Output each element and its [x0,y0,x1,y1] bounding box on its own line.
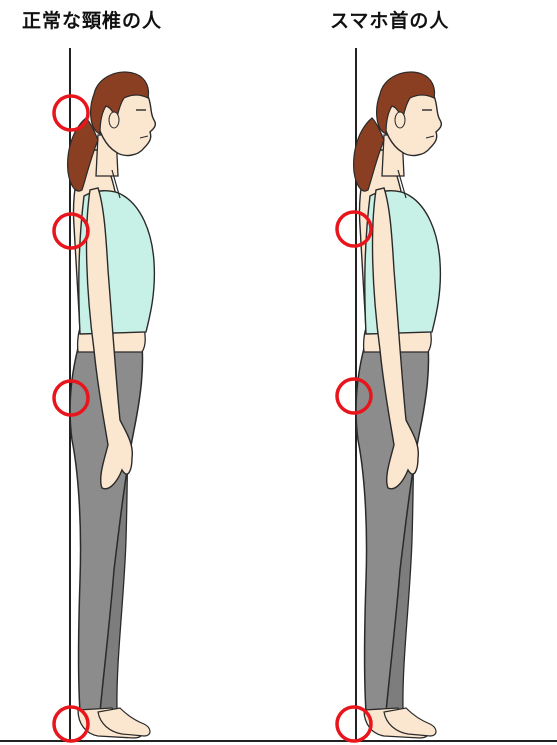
panel-normal-neck [54,48,155,741]
contact-marker-heel [337,707,371,741]
panel-smartphone-neck [337,48,441,741]
woman-figure-normal [68,72,156,738]
